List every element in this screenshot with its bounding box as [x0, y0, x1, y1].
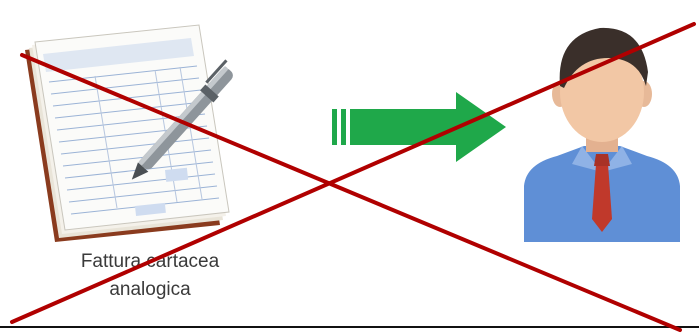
- invoice-caption: Fattura cartacea analogica: [30, 248, 270, 304]
- caption-line-1: Fattura cartacea: [80, 251, 220, 272]
- paper-invoice-pad-icon: [25, 24, 233, 242]
- caption-line-2: analogica: [109, 279, 191, 300]
- person-avatar-icon: [524, 27, 680, 242]
- right-arrow-icon: [332, 92, 506, 162]
- bottom-divider: [0, 326, 699, 328]
